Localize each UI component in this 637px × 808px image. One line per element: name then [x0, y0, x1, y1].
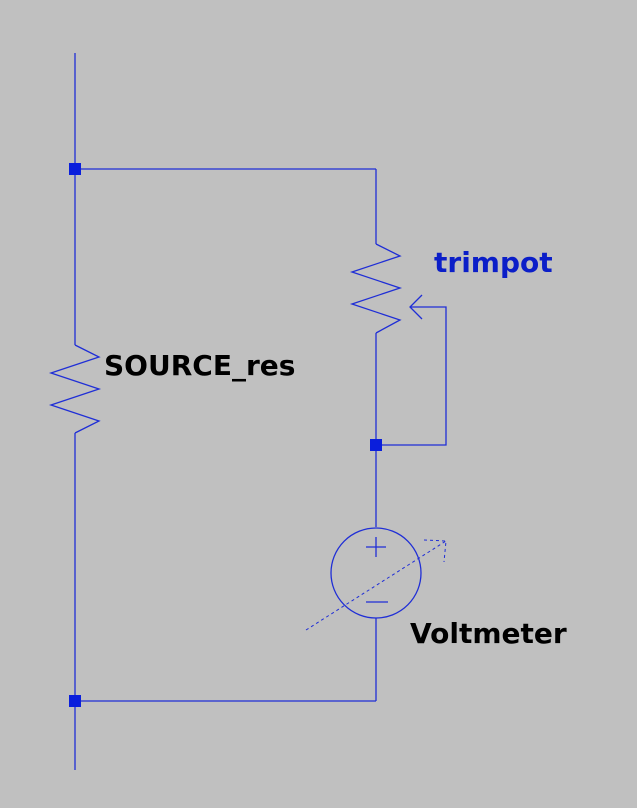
junction-dot-trimpot — [370, 439, 382, 451]
voltmeter-needle-arrow — [423, 539, 447, 563]
junction-dot-bottom-left — [69, 695, 81, 707]
source-resistor-label: SOURCE_res — [104, 349, 296, 382]
trimpot-wiper-arrow — [409, 294, 423, 320]
trimpot-wiper-wire — [376, 306, 447, 446]
voltmeter-label: Voltmeter — [410, 617, 567, 650]
junction-dot-top-left — [69, 163, 81, 175]
voltmeter-needle — [305, 540, 447, 631]
trimpot-label: trimpot — [434, 246, 553, 279]
source-resistor-symbol[interactable] — [48, 344, 102, 434]
trimpot-resistor-symbol[interactable] — [349, 243, 403, 334]
